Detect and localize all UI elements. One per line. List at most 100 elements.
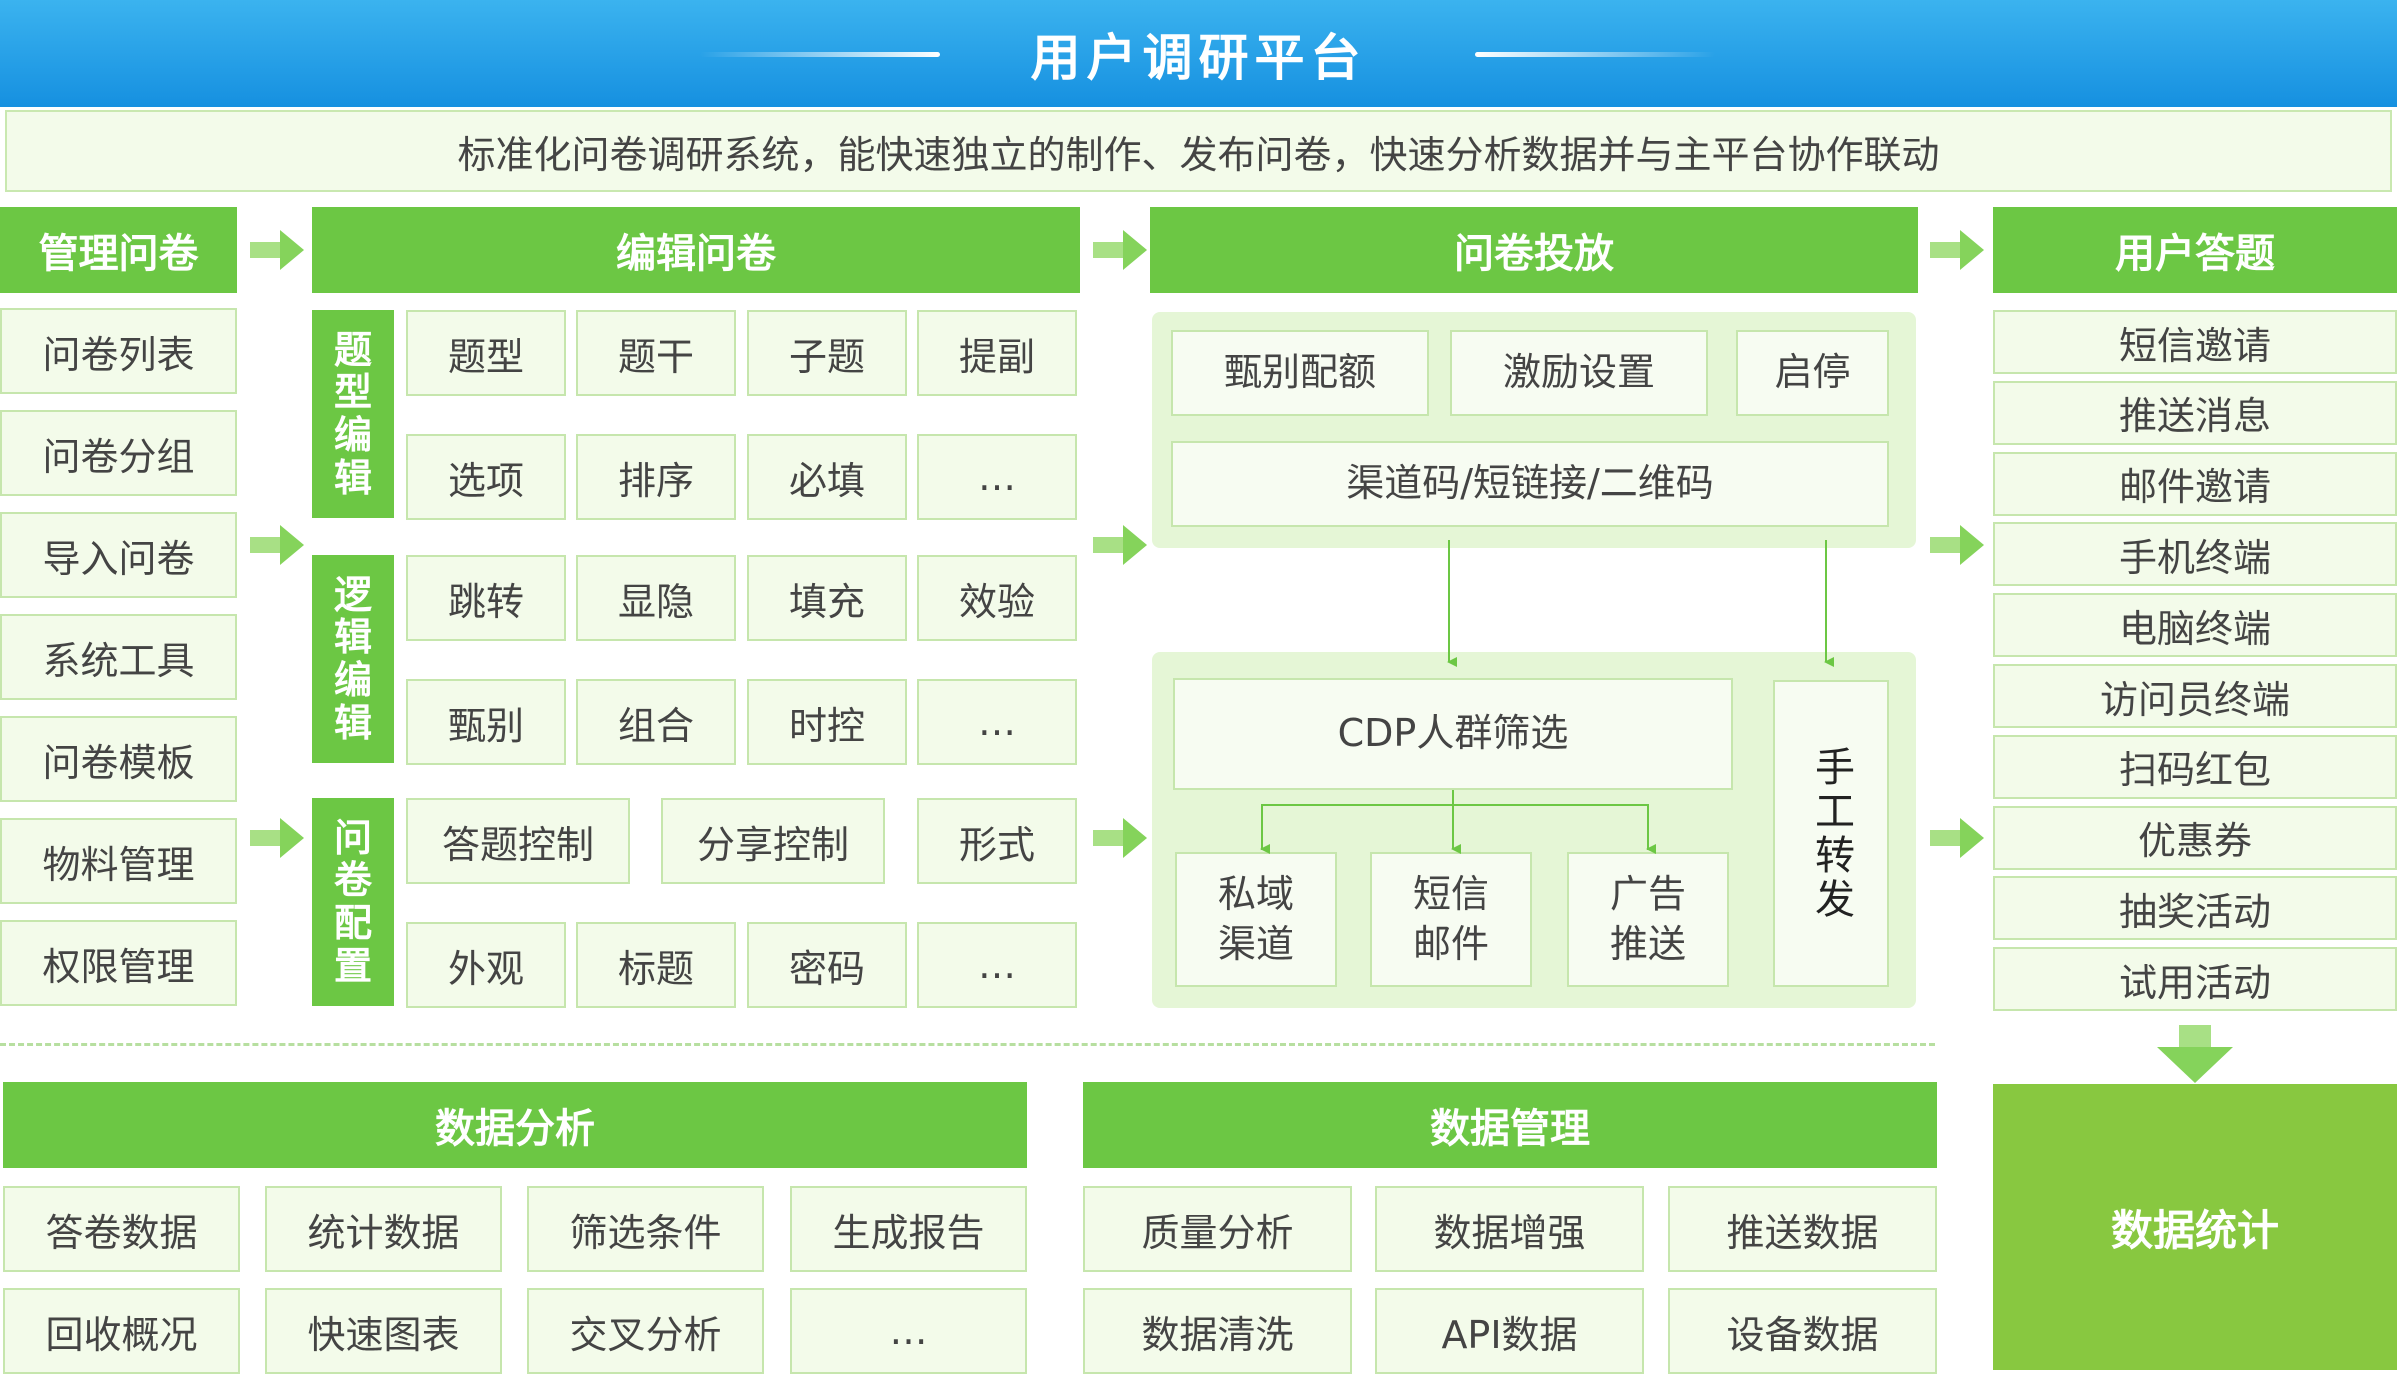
flow-arrow-shaft [1930, 830, 1962, 846]
manual-forward: 手工转发 [1773, 680, 1889, 987]
sub-sms-email: 短信 邮件 [1370, 852, 1532, 987]
flow-arrow-shaft [250, 242, 282, 258]
flow-arrow-shaft [1930, 537, 1962, 553]
answer-item: 邮件邀请 [1993, 451, 2397, 516]
header-decor-right [1475, 52, 1715, 57]
edit-group-label: 题 型 编 辑 [312, 310, 394, 518]
flow-arrow-icon [1930, 525, 1986, 565]
answer-header: 用户答题 [1993, 207, 2397, 293]
flow-arrow-head [1123, 525, 1147, 565]
down-arrow-icon [2157, 1025, 2233, 1083]
manage-item: 系统工具 [0, 614, 237, 700]
edit-option: 密码 [747, 922, 907, 1008]
flow-arrow-icon [1930, 818, 1986, 858]
deliver-header: 问卷投放 [1150, 207, 1918, 293]
edit-option: 答题控制 [406, 798, 630, 884]
page-title: 用户调研平台 [1030, 28, 1367, 87]
flow-arrow-shaft [250, 830, 282, 846]
edit-option: 子题 [747, 310, 907, 396]
edit-header: 编辑问卷 [312, 207, 1080, 293]
deliver-startstop: 启停 [1736, 330, 1889, 416]
analysis-item: 交叉分析 [527, 1288, 764, 1374]
datamgmt-item: 质量分析 [1083, 1186, 1352, 1272]
deliver-incentive: 激励设置 [1450, 330, 1708, 416]
edit-option: 效验 [917, 555, 1077, 641]
flow-arrow-shaft [1093, 242, 1125, 258]
answer-item: 手机终端 [1993, 522, 2397, 587]
analysis-item: 快速图表 [265, 1288, 502, 1374]
manage-header: 管理问卷 [0, 207, 237, 293]
edit-option: 甄别 [406, 679, 566, 765]
answer-item: 试用活动 [1993, 947, 2397, 1012]
manage-item: 问卷模板 [0, 716, 237, 802]
flow-arrow-head [280, 525, 304, 565]
manage-item: 物料管理 [0, 818, 237, 904]
edit-option: 排序 [576, 434, 736, 520]
edit-option: 组合 [576, 679, 736, 765]
flow-arrow-head [280, 230, 304, 270]
flow-arrow-icon [250, 230, 306, 270]
edit-option: … [917, 434, 1077, 520]
answer-item: 短信邀请 [1993, 310, 2397, 374]
datamgmt-item: API数据 [1375, 1288, 1644, 1374]
edit-option: 提副 [917, 310, 1077, 396]
answer-item: 推送消息 [1993, 380, 2397, 445]
edit-option: … [917, 679, 1077, 765]
sub-private-channel: 私域 渠道 [1175, 852, 1337, 987]
answer-item: 电脑终端 [1993, 593, 2397, 658]
edit-group-label: 问 卷 配 置 [312, 798, 394, 1006]
flow-arrow-icon [1093, 525, 1149, 565]
analysis-item: 筛选条件 [527, 1186, 764, 1272]
flow-arrow-shaft [1930, 242, 1962, 258]
edit-option: … [917, 922, 1077, 1008]
platform-header: 用户调研平台 [0, 0, 2397, 107]
edit-option: 填充 [747, 555, 907, 641]
edit-option: 题型 [406, 310, 566, 396]
flow-arrow-icon [250, 818, 306, 858]
flow-arrow-icon [1093, 230, 1149, 270]
manage-item: 权限管理 [0, 920, 237, 1006]
analysis-item: 统计数据 [265, 1186, 502, 1272]
answer-item: 扫码红包 [1993, 734, 2397, 799]
flow-arrow-icon [1093, 818, 1149, 858]
answer-item: 优惠券 [1993, 805, 2397, 870]
flow-arrow-shaft [1093, 830, 1125, 846]
deliver-connectors [1260, 540, 1834, 854]
edit-option: 选项 [406, 434, 566, 520]
flow-arrow-head [1123, 818, 1147, 858]
analysis-item: 生成报告 [790, 1186, 1027, 1272]
datamgmt-header: 数据管理 [1083, 1082, 1937, 1168]
datamgmt-item: 数据清洗 [1083, 1288, 1352, 1374]
deliver-quota: 甄别配额 [1171, 330, 1429, 416]
edit-option: 分享控制 [661, 798, 885, 884]
datamgmt-item: 设备数据 [1668, 1288, 1937, 1374]
flow-arrow-head [1123, 230, 1147, 270]
flow-arrow-shaft [1093, 537, 1125, 553]
flow-arrow-shaft [250, 537, 282, 553]
cdp-filter: CDP人群筛选 [1173, 678, 1733, 790]
flow-arrow-icon [1930, 230, 1986, 270]
section-divider [0, 1043, 1935, 1046]
datamgmt-item: 推送数据 [1668, 1186, 1937, 1272]
edit-group-label: 逻 辑 编 辑 [312, 555, 394, 763]
datamgmt-item: 数据增强 [1375, 1186, 1644, 1272]
analysis-item: 回收概况 [3, 1288, 240, 1374]
flow-arrow-icon [250, 525, 306, 565]
flow-arrow-head [1960, 230, 1984, 270]
analysis-item: 答卷数据 [3, 1186, 240, 1272]
edit-option: 显隐 [576, 555, 736, 641]
manage-item: 导入问卷 [0, 512, 237, 598]
flow-arrow-head [1960, 818, 1984, 858]
analysis-item: … [790, 1288, 1027, 1374]
edit-option: 形式 [917, 798, 1077, 884]
edit-option: 时控 [747, 679, 907, 765]
deliver-channel-code: 渠道码/短链接/二维码 [1171, 441, 1889, 527]
manage-item: 问卷分组 [0, 410, 237, 496]
analysis-header: 数据分析 [3, 1082, 1027, 1168]
data-statistics: 数据统计 [1993, 1084, 2397, 1370]
edit-option: 题干 [576, 310, 736, 396]
answer-item: 访问员终端 [1993, 664, 2397, 728]
flow-arrow-head [280, 818, 304, 858]
edit-option: 跳转 [406, 555, 566, 641]
header-decor-left [700, 52, 940, 57]
